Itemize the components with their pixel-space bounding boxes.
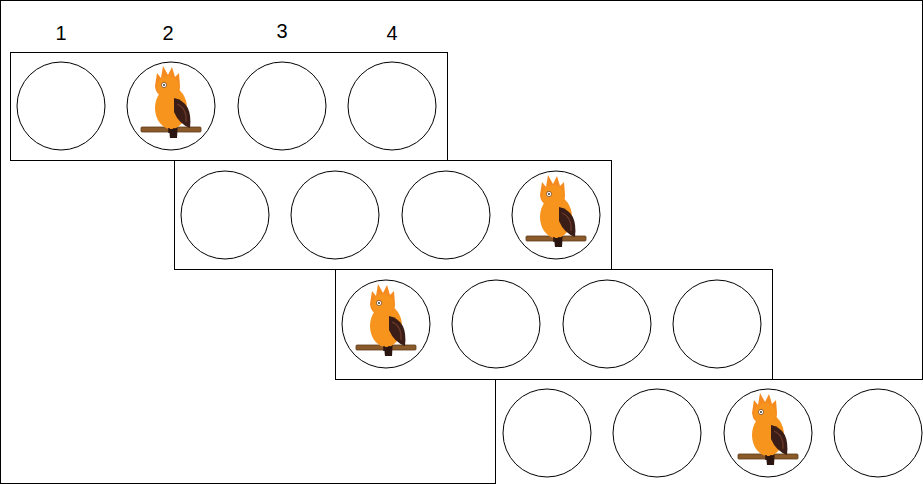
bird-circle bbox=[724, 389, 812, 477]
bird-icon bbox=[356, 284, 416, 356]
empty-circle bbox=[291, 171, 379, 259]
row-1 bbox=[11, 53, 448, 161]
bird-icon bbox=[141, 66, 201, 138]
bird-circle bbox=[512, 171, 600, 259]
strip-box bbox=[175, 161, 612, 270]
strip-box bbox=[496, 380, 923, 484]
column-number: 2 bbox=[162, 21, 173, 45]
column-number: 1 bbox=[55, 21, 66, 45]
empty-circle bbox=[238, 62, 326, 150]
empty-circle bbox=[613, 389, 701, 477]
empty-circle bbox=[181, 171, 269, 259]
column-number: 4 bbox=[386, 21, 397, 45]
bird-icon bbox=[738, 393, 798, 465]
empty-circle bbox=[452, 280, 540, 368]
column-number: 3 bbox=[276, 19, 287, 43]
strip-box bbox=[336, 270, 773, 380]
row-3 bbox=[336, 270, 773, 380]
empty-circle bbox=[563, 280, 651, 368]
bird-circle bbox=[127, 62, 215, 150]
bird-circle bbox=[342, 280, 430, 368]
empty-circle bbox=[402, 171, 490, 259]
empty-circle bbox=[673, 280, 761, 368]
row-4 bbox=[496, 380, 923, 484]
bird-icon bbox=[526, 175, 586, 247]
row-2 bbox=[175, 161, 612, 270]
empty-circle bbox=[17, 62, 105, 150]
empty-circle bbox=[834, 389, 922, 477]
empty-circle bbox=[503, 389, 591, 477]
empty-circle bbox=[348, 62, 436, 150]
strip-box bbox=[11, 53, 448, 161]
